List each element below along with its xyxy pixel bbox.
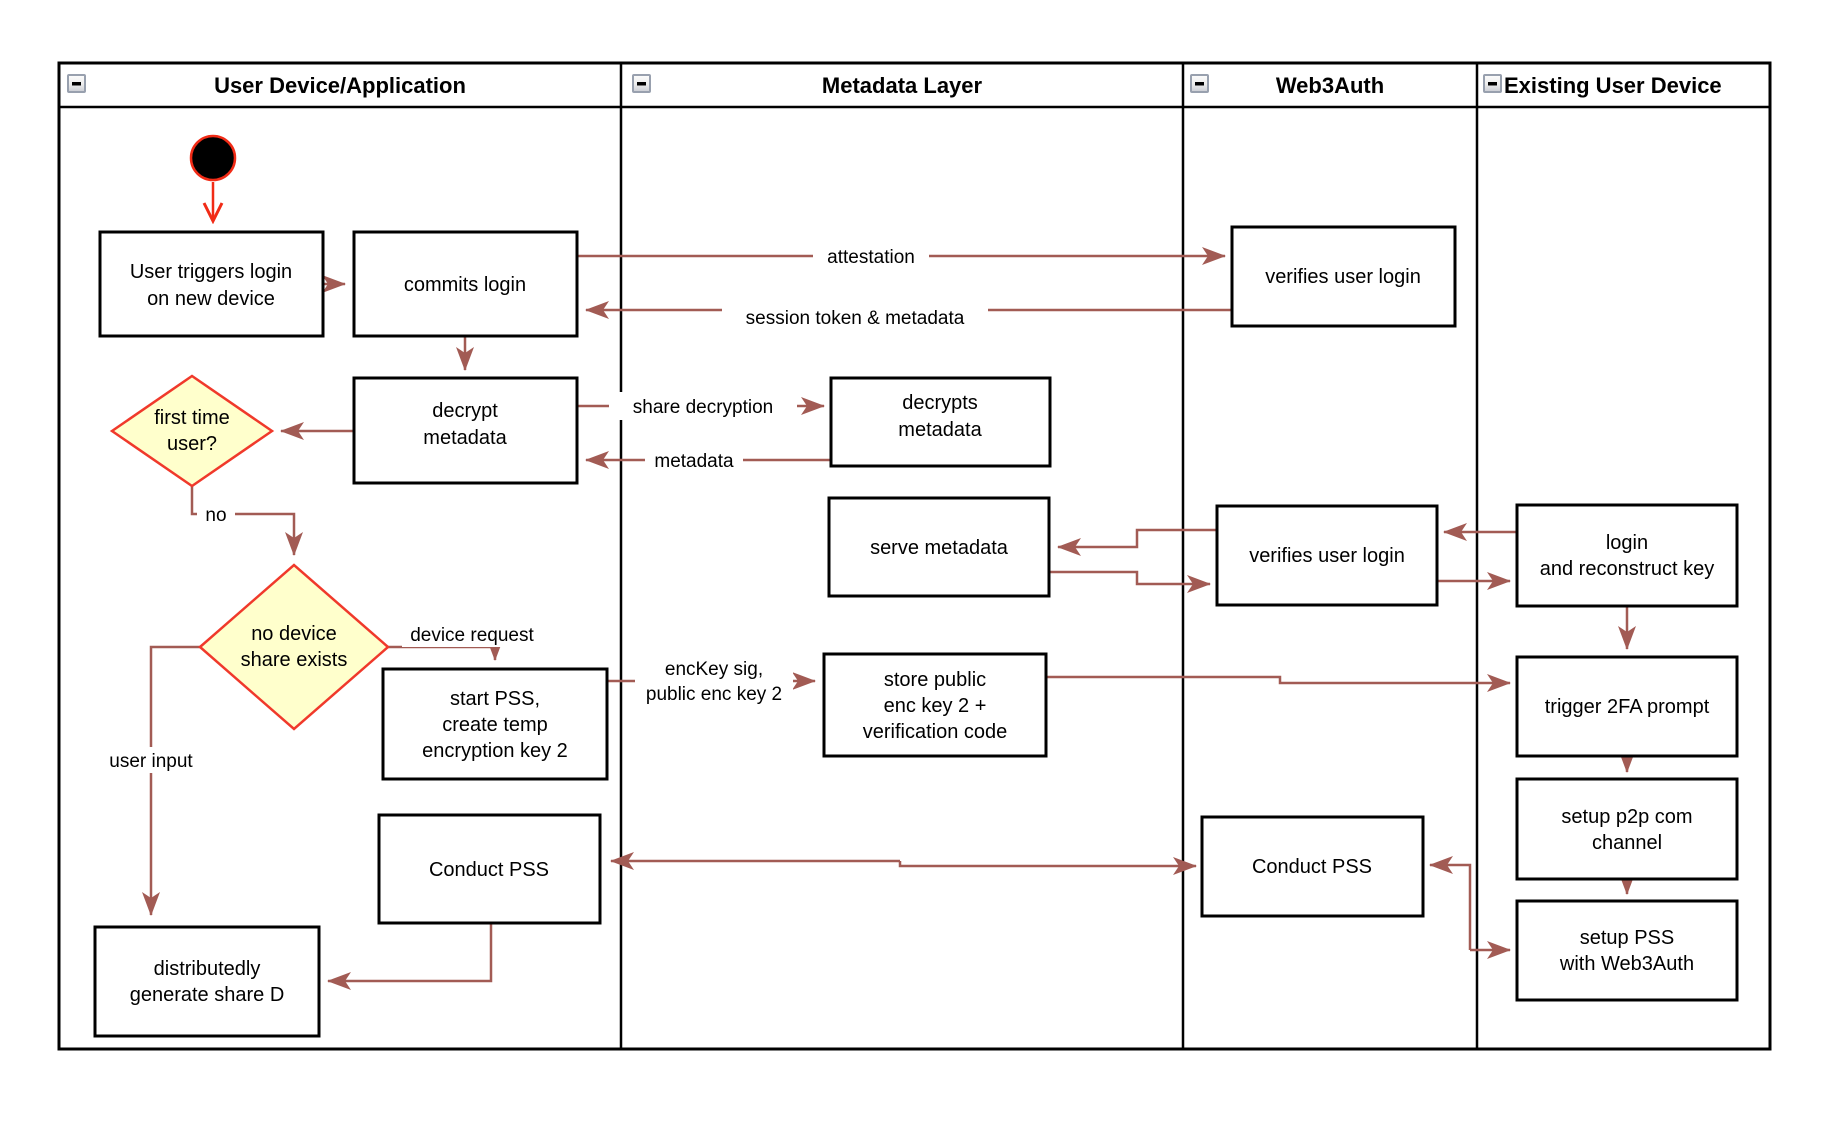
activity-text: metadata — [423, 427, 507, 449]
activity-conduct-pss-web3: Conduct PSS — [1200, 815, 1425, 918]
edge-conduct-to-shared — [327, 923, 493, 990]
activity-serve-metadata: serve metadata — [827, 496, 1051, 598]
activity-text: verifies user login — [1249, 545, 1405, 567]
label-enckey-line2: public enc key 2 — [646, 684, 782, 705]
edge-no — [190, 486, 303, 556]
activity-text: and reconstruct key — [1540, 558, 1715, 580]
collapse-icon[interactable] — [1190, 74, 1209, 93]
decision-first-time-user: first time user? — [109, 374, 275, 488]
lane-header-existing-user-device: Existing User Device — [1483, 73, 1722, 98]
activity-start-pss: start PSS, create temp encryption key 2 — [381, 667, 609, 781]
activity-text: encryption key 2 — [422, 740, 568, 762]
activity-text: start PSS, — [450, 688, 540, 710]
activity-text: with Web3Auth — [1559, 953, 1694, 975]
activity-text: store public — [884, 669, 986, 691]
activity-text: commits login — [404, 274, 526, 296]
activity-text: setup p2p com — [1561, 806, 1692, 828]
edge-serve-to-verifies — [1049, 570, 1211, 593]
activity-decrypts-metadata: decrypts metadata — [829, 376, 1052, 468]
start-node — [189, 134, 237, 182]
activity-verifies-user-login-mid: verifies user login — [1215, 504, 1439, 607]
activity-text: trigger 2FA prompt — [1545, 696, 1710, 718]
collapse-icon[interactable] — [67, 74, 86, 93]
lane-title: Existing User Device — [1504, 73, 1722, 98]
activity-text: serve metadata — [870, 537, 1009, 559]
minus-icon — [1195, 82, 1204, 86]
activity-text: generate share D — [130, 984, 285, 1006]
activity-setup-pss: setup PSS with Web3Auth — [1515, 899, 1739, 1002]
activity-commits-login: commits login — [352, 230, 579, 338]
activity-text: on new device — [147, 288, 275, 310]
activity-text: Conduct PSS — [429, 859, 549, 881]
lane-header-user-device: User Device/Application — [67, 73, 466, 98]
label-share-decryption-text: share decryption — [633, 397, 773, 418]
decision-text: user? — [167, 433, 217, 455]
label-share-decryption: share decryption — [609, 392, 797, 420]
label-user-input-text: user input — [109, 751, 193, 772]
lane-header-web3auth: Web3Auth — [1190, 73, 1384, 98]
lane-title: Metadata Layer — [822, 73, 983, 98]
activity-user-triggers-login: User triggers login on new device — [98, 230, 325, 338]
label-metadata: metadata — [645, 446, 743, 474]
edge-setuppss-to-conductweb3 — [1429, 856, 1472, 950]
label-metadata-text: metadata — [654, 451, 734, 472]
activity-distributedly-generate: distributedly generate share D — [93, 925, 321, 1038]
activity-conduct-pss-user: Conduct PSS — [377, 813, 602, 925]
edge-pss-to-conductweb3 — [898, 857, 1197, 875]
label-device-request-text: device request — [410, 625, 534, 646]
label-attestation-text: attestation — [827, 247, 915, 268]
decision-text: first time — [154, 407, 230, 429]
activity-text: metadata — [898, 419, 982, 441]
label-session-token: session token & metadata — [722, 303, 988, 332]
activity-text: channel — [1592, 832, 1662, 854]
decision-text: no device — [251, 623, 337, 645]
activity-text: login — [1606, 532, 1648, 554]
lane-title: Web3Auth — [1276, 73, 1384, 98]
collapse-icon[interactable] — [632, 74, 651, 93]
label-user-input: user input — [99, 747, 203, 773]
label-session-token-text: session token & metadata — [746, 308, 965, 329]
activity-text: User triggers login — [130, 261, 292, 283]
activity-text: decrypt — [432, 400, 498, 422]
label-enckey: encKey sig, public enc key 2 — [635, 656, 793, 706]
activity-verifies-user-login-top: verifies user login — [1230, 225, 1457, 328]
label-no: no — [197, 501, 235, 527]
activity-login-reconstruct-key: login and reconstruct key — [1515, 503, 1739, 608]
activity-setup-p2p: setup p2p com channel — [1515, 777, 1739, 881]
activity-trigger-2fa: trigger 2FA prompt — [1515, 655, 1739, 758]
lane-title: User Device/Application — [214, 73, 466, 98]
activity-text: enc key 2 + — [884, 695, 987, 717]
minus-icon — [1488, 82, 1497, 86]
label-no-text: no — [205, 505, 226, 526]
minus-icon — [72, 82, 81, 86]
activity-text: setup PSS — [1580, 927, 1675, 949]
activity-text: distributedly — [154, 958, 261, 980]
activity-store-public-key: store public enc key 2 + verification co… — [822, 652, 1048, 758]
collapse-icon[interactable] — [1483, 74, 1502, 93]
activity-text: Conduct PSS — [1252, 856, 1372, 878]
edge-user-input — [142, 645, 200, 916]
label-device-request: device request — [402, 621, 542, 647]
label-enckey-line1: encKey sig, — [665, 659, 763, 680]
edge-verifies-to-serve — [1057, 528, 1217, 556]
label-attestation: attestation — [813, 242, 929, 270]
activity-text: verification code — [863, 721, 1008, 743]
decision-no-device-share: no device share exists — [198, 563, 390, 731]
activity-text: verifies user login — [1265, 266, 1421, 288]
activity-text: decrypts — [902, 392, 978, 414]
decision-text: share exists — [241, 649, 348, 671]
minus-icon — [637, 82, 646, 86]
edge-store-to-2fa — [1046, 674, 1511, 692]
activity-text: create temp — [442, 714, 548, 736]
activity-decrypt-metadata: decrypt metadata — [352, 376, 579, 485]
lane-header-metadata-layer: Metadata Layer — [632, 73, 983, 98]
